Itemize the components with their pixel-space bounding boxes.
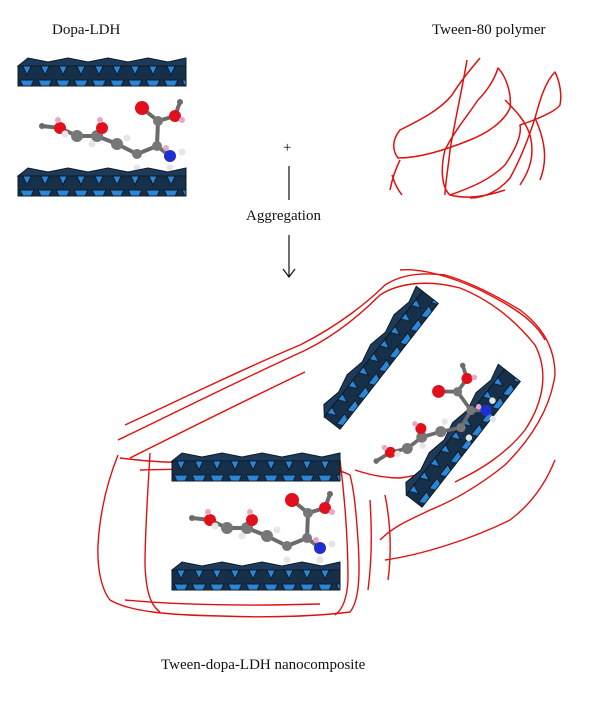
ldh-layer-bottom (17, 167, 187, 197)
ldh-layer-top (171, 452, 341, 482)
arrow-down-icon (282, 268, 296, 278)
dopa-ldh-label: Dopa-LDH (52, 22, 121, 38)
nanocomposite-polymer-wrap (97, 268, 556, 618)
dopa-ldh-structure (17, 57, 188, 197)
aggregation-label: Aggregation (246, 208, 321, 224)
tween-polymer-coil (389, 57, 562, 199)
dopa-molecule (37, 97, 188, 174)
nanocomposite-label: Tween-dopa-LDH nanocomposite (161, 657, 366, 673)
nanocomposite-ldh-block-horizontal (171, 452, 341, 591)
nanocomposite-ldh-block-tilted (317, 285, 439, 430)
ldh-layer-left (317, 285, 439, 430)
tween-polymer-label: Tween-80 polymer (432, 22, 546, 38)
plus-sign: + (283, 140, 292, 156)
ldh-layer-bottom (171, 561, 341, 591)
ldh-layer-top (17, 57, 187, 87)
dopa-molecule (187, 489, 338, 566)
